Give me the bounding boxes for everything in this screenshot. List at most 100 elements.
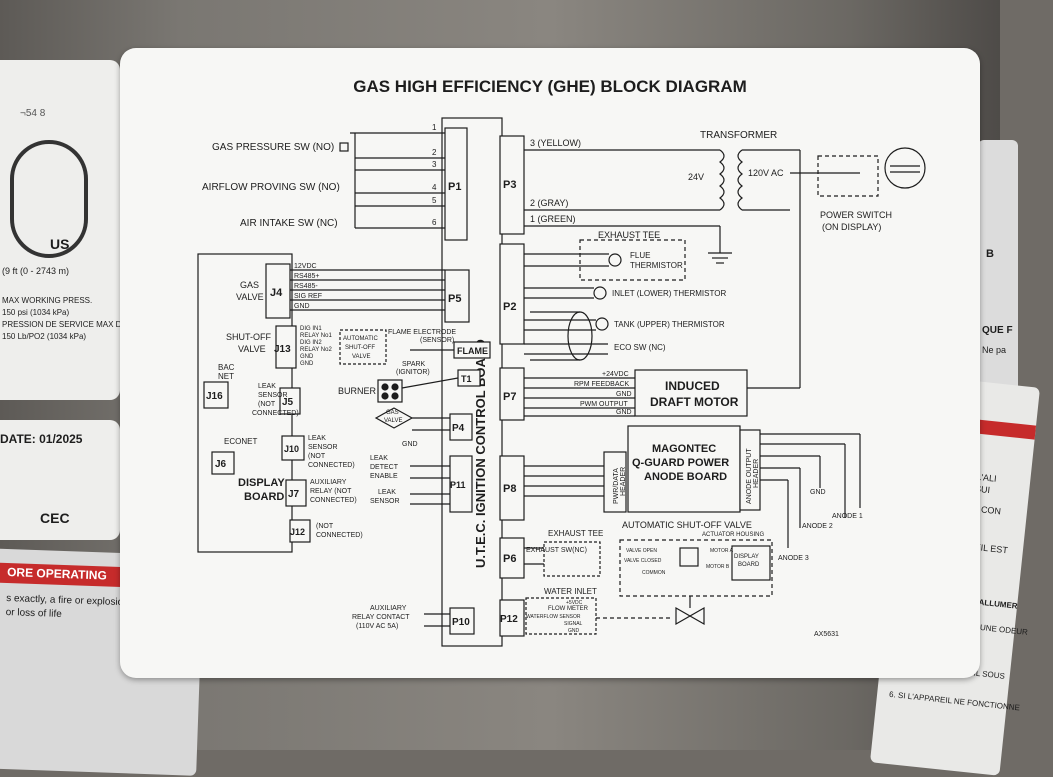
j12-label: J12 xyxy=(290,527,305,537)
ne-pa-text: Ne pa xyxy=(982,345,1007,355)
j13-wire-4: RELAY No2 xyxy=(300,347,332,353)
water-inlet-label: WATER INLET xyxy=(544,587,597,596)
j4-wire-sigref: SIG REF xyxy=(294,293,322,300)
flow-meter-1: +5VDC xyxy=(566,600,583,606)
j12-nc-1: (NOT xyxy=(316,523,334,530)
j10-leak-1: LEAK xyxy=(308,435,326,442)
j10-leak-2: SENSOR xyxy=(308,444,338,451)
svg-text:1: 1 xyxy=(432,123,437,132)
max-press-text: MAX WORKING PRESS. xyxy=(2,296,93,305)
j4-wire-rs485p: RS485+ xyxy=(294,273,320,280)
tank-thermistor-label: TANK (UPPER) THERMISTOR xyxy=(614,320,725,329)
psi-text: 150 psi (1034 kPa) xyxy=(2,308,70,317)
j5-label: J5 xyxy=(282,397,294,408)
j4-wiring xyxy=(290,269,445,311)
us-mark: US xyxy=(50,236,70,252)
p7-wire-rpm: RPM FEEDBACK xyxy=(574,381,630,388)
p5-label: P5 xyxy=(448,293,461,305)
tank-thermistor-icon xyxy=(595,317,609,331)
j13-wire-1: DIG IN1 xyxy=(300,326,322,332)
connector-j7 xyxy=(285,479,307,507)
b-text: B xyxy=(986,248,994,260)
p6-label: P6 xyxy=(503,553,516,565)
connector-p11 xyxy=(449,455,473,513)
t1-label: T1 xyxy=(461,374,472,384)
anode-2-label: ANODE 2 xyxy=(802,523,833,530)
p3-label: P3 xyxy=(503,179,516,191)
j5-leak-2: SENSOR xyxy=(258,392,288,399)
block-diagram-label: GAS HIGH EFFICIENCY (GHE) BLOCK DIAGRAM … xyxy=(120,48,980,678)
p7-wiring xyxy=(524,377,635,417)
date-label: DATE: 01/2025 CEC xyxy=(0,420,120,540)
valve-closed-label: VALVE CLOSED xyxy=(624,558,662,564)
p3-wiring xyxy=(524,149,721,248)
exhaust-sw-label: EXHAUST SW(NC) xyxy=(526,547,587,554)
airflow-switch-label: AIRFLOW PROVING SW (NO) xyxy=(202,182,340,193)
j5-leak-3: (NOT xyxy=(258,401,276,408)
econet-label: ECONET xyxy=(224,437,257,446)
leak-detect-1: LEAK xyxy=(370,455,388,462)
shutoff-valve-label: SHUT-OFF xyxy=(226,332,271,342)
actuator-motor-icon xyxy=(679,547,699,567)
p7-label: P7 xyxy=(503,391,516,403)
p11-label: P11 xyxy=(450,480,466,490)
connector-p6 xyxy=(499,537,525,579)
shutoff-valve-label2: VALVE xyxy=(238,344,266,354)
burner-label: BURNER xyxy=(338,386,377,396)
rating-label: ¬54 8 US (9 ft (0 - 2743 m) MAX WORKING … xyxy=(0,60,127,400)
j16-label: J16 xyxy=(206,391,223,402)
p3-wire-green: 1 (GREEN) xyxy=(530,214,576,224)
display-board-label2: BOARD xyxy=(244,491,284,503)
j12-nc-2: CONNECTED) xyxy=(316,532,363,539)
transformer-coil-right xyxy=(737,149,743,211)
p2-label: P2 xyxy=(503,301,516,313)
flow-meter-2: FLOW METER xyxy=(548,606,589,612)
motor-a-label: MOTOR A xyxy=(710,548,734,554)
p3-wire-yellow: 3 (YELLOW) xyxy=(530,138,581,148)
flame-electrode-label2: (SENSOR) xyxy=(420,337,454,344)
induced-draft-l2: DRAFT MOTOR xyxy=(650,395,739,409)
auto-shutoff-l2: SHUT-OFF xyxy=(345,345,375,351)
induced-draft-l1: INDUCED xyxy=(665,379,720,393)
inlet-thermistor-icon xyxy=(593,286,607,300)
flue-label2: THERMISTOR xyxy=(630,261,683,270)
magontec-l3: ANODE BOARD xyxy=(644,471,727,483)
connector-p5 xyxy=(444,269,470,323)
p7-wire-gnd2: GND xyxy=(616,409,632,416)
p8-label: P8 xyxy=(503,483,516,495)
j4-wire-rs485m: RS485- xyxy=(294,283,318,290)
connector-j13 xyxy=(275,325,297,369)
power-switch-label: POWER SWITCH xyxy=(820,210,892,220)
connector-j12 xyxy=(289,519,311,543)
flue-label: FLUE xyxy=(630,251,650,260)
aux-relay-2: RELAY (NOT xyxy=(310,488,352,495)
anode-output-header xyxy=(739,429,761,511)
p4-label: P4 xyxy=(452,423,465,434)
auto-shutoff-l1: AUTOMATIC xyxy=(343,336,378,342)
aux-relay-3: CONNECTED) xyxy=(310,497,357,504)
transformer-label: TRANSFORMER xyxy=(700,130,777,141)
p4-gas-1: GAS xyxy=(386,410,399,416)
p4-gnd-label: GND xyxy=(402,441,418,448)
connector-j4 xyxy=(265,263,291,319)
burner-icon xyxy=(377,379,403,403)
connector-p8 xyxy=(499,455,525,521)
j10-label: J10 xyxy=(284,444,299,454)
induced-draft-motor-box xyxy=(634,369,748,417)
pwr-data-l1: PWR/DATA xyxy=(613,468,620,504)
connector-p10 xyxy=(449,607,475,635)
aux-relay-contact-1: AUXILIARY xyxy=(370,605,407,612)
block-diagram: GAS HIGH EFFICIENCY (GHE) BLOCK DIAGRAM … xyxy=(197,77,926,647)
leak-detect-3: ENABLE xyxy=(370,473,398,480)
transformer-coil-left xyxy=(719,149,725,211)
power-switch-box xyxy=(817,155,879,197)
p7-wire-pwm: PWM OUTPUT xyxy=(580,401,629,408)
auto-shutoff-box xyxy=(339,329,387,365)
spark-label2: (IGNITOR) xyxy=(396,369,430,376)
pwr-data-l2: HEADER xyxy=(620,467,627,496)
anode-out-l2: HEADER xyxy=(753,459,760,488)
exhaust-tee-box xyxy=(579,239,686,281)
flow-meter-4: SIGNAL xyxy=(564,621,583,627)
p1-label: P1 xyxy=(448,181,461,193)
gas-valve-label2: VALVE xyxy=(236,292,264,302)
